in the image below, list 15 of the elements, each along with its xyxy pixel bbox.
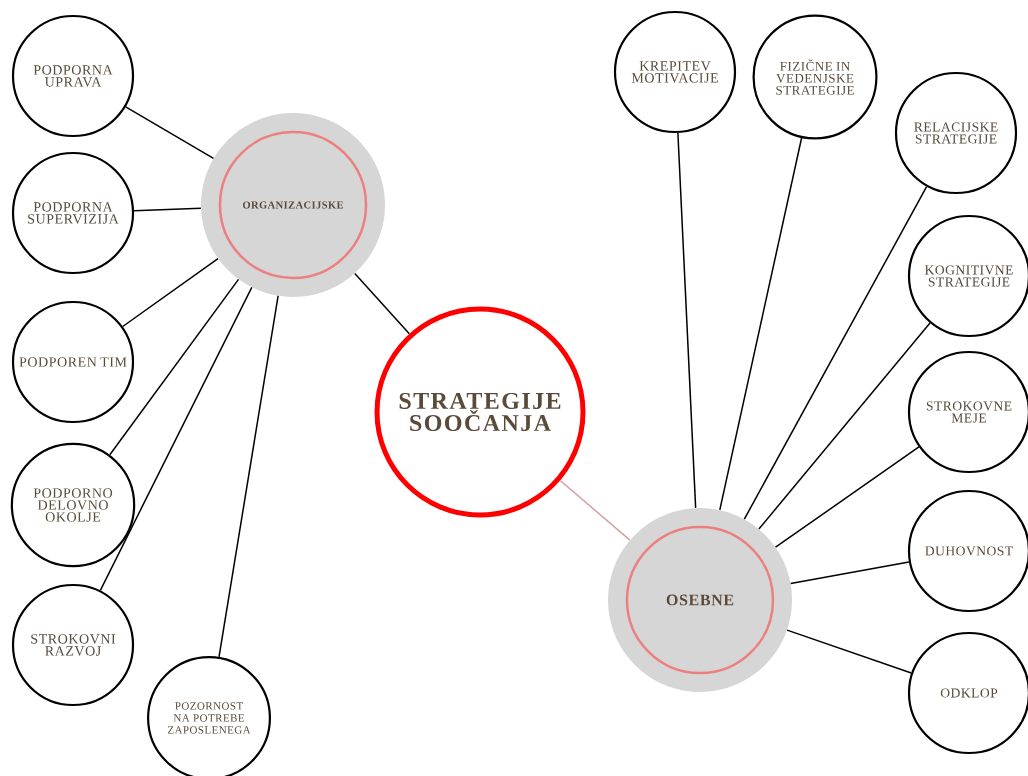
connector-line [559, 479, 631, 541]
connector-line [758, 322, 931, 530]
connector-line [124, 106, 215, 160]
connector-line [354, 272, 411, 335]
connector-line [99, 286, 253, 592]
connector-line [789, 561, 910, 585]
connector-line [774, 446, 920, 548]
connector-line [109, 278, 240, 456]
connector-line [719, 137, 803, 511]
connector-line [218, 295, 279, 658]
connector-line [677, 132, 697, 509]
connector-line [743, 185, 928, 520]
connector-line [133, 207, 202, 212]
connector-line [122, 257, 219, 328]
connector-line [786, 629, 912, 674]
